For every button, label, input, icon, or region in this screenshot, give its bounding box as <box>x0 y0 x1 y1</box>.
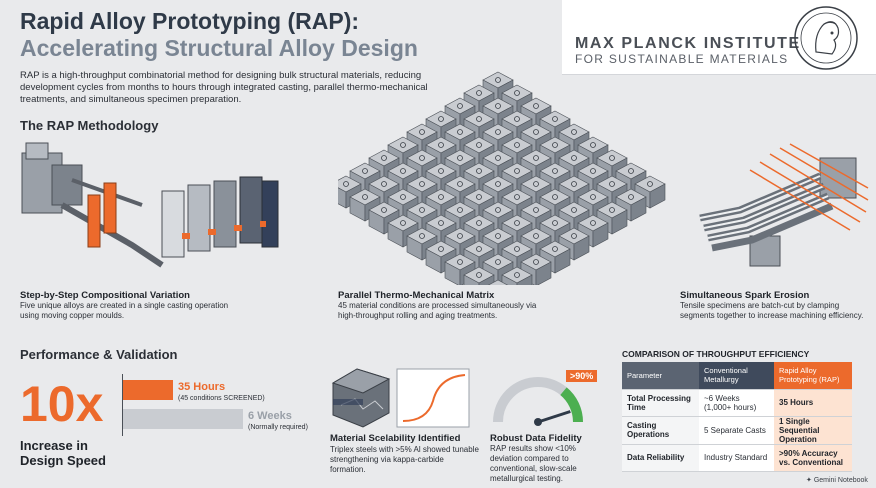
row-parameter: Casting Operations <box>622 416 699 445</box>
sparkle-icon: ✦ <box>806 477 814 484</box>
institute-subname: FOR SUSTAINABLE MATERIALS <box>575 52 789 66</box>
col-header-rap: Rapid Alloy Prototyping (RAP) <box>774 362 852 390</box>
comparison-title: COMPARISON OF THROUGHPUT EFFICIENCY <box>622 349 810 359</box>
performance-heading: Performance & Validation <box>20 347 178 362</box>
table-row: Casting Operations 5 Separate Casts 1 Si… <box>622 416 852 445</box>
step3-title: Simultaneous Spark Erosion <box>680 290 810 301</box>
step2-text: 45 material conditions are processed sim… <box>338 301 537 320</box>
row-rap: 1 Single Sequential Operation <box>774 416 852 445</box>
sample-block <box>520 253 552 285</box>
rap-time-label: 35 Hours <box>178 381 226 393</box>
rap-time-sub: (45 conditions SCREENED) <box>178 395 265 402</box>
row-conventional: Industry Standard <box>699 444 774 472</box>
fidelity-text: RAP results show <10% deviation compared… <box>490 444 577 483</box>
sample-block <box>501 266 533 285</box>
row-conventional: 5 Separate Casts <box>699 416 774 445</box>
thermo-mechanical-matrix <box>338 71 666 285</box>
intro-paragraph: RAP is a high-throughput combinatorial m… <box>20 70 428 105</box>
minerva-seal-icon <box>794 6 858 70</box>
speed-caption: Increase in Design Speed <box>20 438 106 468</box>
conventional-time-label: 6 Weeks <box>248 410 292 422</box>
fidelity-gauge <box>493 377 583 426</box>
conventional-time-bar <box>123 409 243 429</box>
methodology-heading: The RAP Methodology <box>20 118 159 133</box>
scalability-text: Triplex steels with >5% Al showed tunabl… <box>330 445 479 474</box>
spark-erosion-illustration <box>699 143 869 267</box>
scalability-title: Material Scelability Identified <box>330 433 461 444</box>
sample-block <box>487 279 509 285</box>
col-header-conventional: Conventional Metallurgy <box>699 362 774 390</box>
page-subtitle: Accelerating Structural Alloy Design <box>20 35 418 61</box>
footer-credit-text: Gemini Notebook <box>813 477 868 484</box>
row-rap: 35 Hours <box>774 389 852 417</box>
microstructure-and-curve <box>331 368 470 428</box>
sample-block <box>463 266 495 285</box>
fidelity-title: Robust Data Fidelity <box>490 433 582 444</box>
bar-axis <box>122 374 123 436</box>
table-row: Total Processing Time ~6 Weeks (1,000+ h… <box>622 389 852 417</box>
institute-name: MAX PLANCK INSTITUTE <box>575 35 801 52</box>
speed-multiplier: 10x <box>20 376 104 432</box>
footer-credit: ✦ Gemini Notebook <box>806 476 868 484</box>
page-title: Rapid Alloy Prototyping (RAP): <box>20 8 360 34</box>
conventional-time-sub: (Normally required) <box>248 424 308 431</box>
table-row: Data Reliability Industry Standard >90% … <box>622 444 852 472</box>
institute-logo-box <box>562 0 876 75</box>
col-header-parameter: Parameter <box>622 362 699 390</box>
comparison-table: Parameter Conventional Metallurgy Rapid … <box>622 362 852 472</box>
row-parameter: Data Reliability <box>622 444 699 472</box>
step1-text: Five unique alloys are created in a sing… <box>20 301 229 320</box>
step1-title: Step-by-Step Compositional Variation <box>20 290 190 301</box>
casting-illustration <box>21 142 279 268</box>
gauge-badge: >90% <box>566 370 598 382</box>
rap-time-bar <box>123 380 173 400</box>
row-rap: >90% Accuracy vs. Conventional <box>774 444 852 472</box>
row-conventional: ~6 Weeks (1,000+ hours) <box>699 389 774 417</box>
step2-title: Parallel Thermo-Mechanical Matrix <box>338 290 495 301</box>
step3-text: Tensile specimens are batch-cut by clamp… <box>680 301 864 320</box>
row-parameter: Total Processing Time <box>622 389 699 417</box>
